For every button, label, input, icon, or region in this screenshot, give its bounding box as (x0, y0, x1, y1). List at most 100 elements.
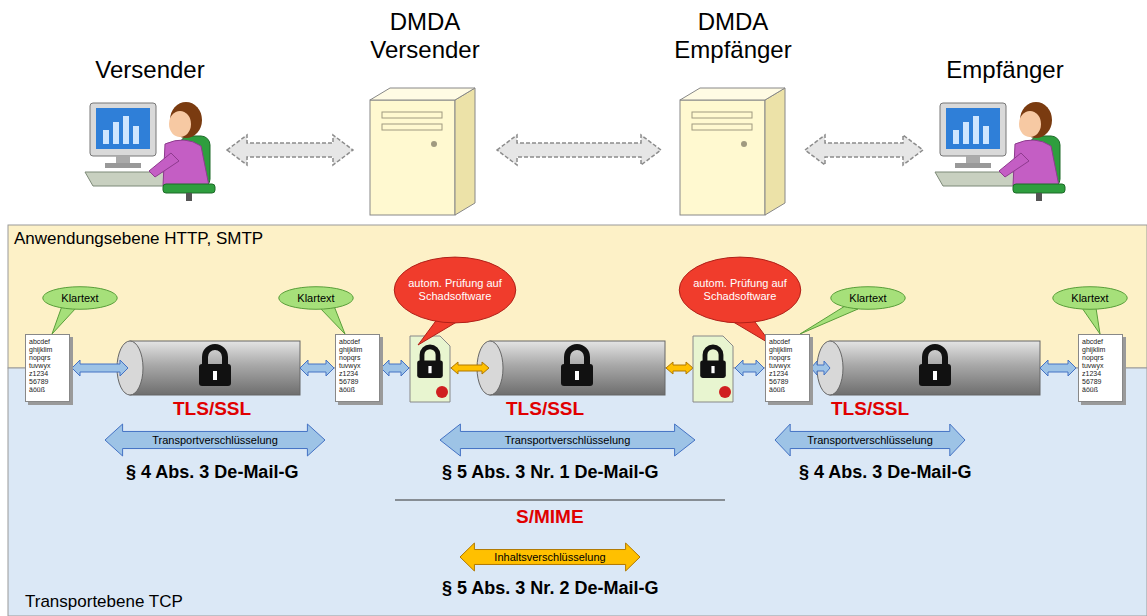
node-text: Anwendungsebene HTTP, SMTP (14, 229, 263, 249)
node-text: abcdef ghijklim nopqrs tuvwyx z1234 5678… (29, 338, 63, 394)
separator-line (395, 500, 725, 501)
drawing-part (199, 347, 231, 386)
actor-node: DMDA Empfänger (663, 8, 803, 218)
drawing-part (417, 347, 443, 378)
bubble-outline (831, 287, 905, 310)
drawing-part (410, 336, 450, 402)
law-reference: § 4 Abs. 3 De-Mail-G (799, 462, 971, 483)
drawing-part (666, 362, 693, 374)
connection-arrow (805, 135, 923, 165)
bubble-outline (1053, 287, 1127, 310)
bubble-tail (52, 306, 1100, 334)
node-text: DMDA Versender (355, 8, 495, 64)
plaintext-document: abcdef ghijklim nopqrs tuvwyx z1234 5678… (765, 334, 810, 402)
drawing-part (811, 361, 830, 375)
drawing-part (735, 360, 764, 376)
connection-arrow (497, 135, 661, 165)
receiver-person-icon (935, 102, 1065, 201)
drawing-part (935, 102, 1065, 201)
drawing-part (85, 102, 215, 201)
smime-flow-arrow (451, 362, 693, 374)
law-reference: § 5 Abs. 3 Nr. 1 De-Mail-G (442, 462, 658, 483)
node-text: Inhaltsverschlüsselung (494, 551, 605, 563)
drawing-part (490, 341, 665, 395)
node-text: Versender (75, 56, 225, 84)
encryption-arrow: Transportverschlüsselung (775, 424, 965, 456)
drawing-part (451, 362, 489, 374)
arrow-outline (460, 543, 640, 571)
node-text: autom. Prüfung auf Schadsoftware (407, 277, 503, 303)
plaintext-document: abcdef ghijklim nopqrs tuvwyx z1234 5678… (25, 334, 70, 402)
drawing-part (370, 88, 475, 215)
tls-tube (477, 341, 665, 395)
flow-arrow (72, 360, 1076, 376)
actor-node: DMDA Versender (355, 8, 495, 218)
sender-server-icon (370, 88, 475, 215)
protocol-label: TLS/SSL (173, 398, 251, 420)
node-text: autom. Prüfung auf Schadsoftware (692, 277, 788, 303)
actor-node: Versender (75, 56, 225, 206)
speech-bubble: Klartext (278, 286, 354, 310)
transport-band (8, 368, 1147, 616)
drawing-part (561, 347, 593, 386)
encryption-arrow: Inhaltsverschlüsselung (460, 543, 640, 571)
layer-band: Anwendungsebene HTTP, SMTP Klartext Klarte… (8, 225, 1147, 368)
node-text: Klartext (849, 292, 886, 304)
speech-bubble: Klartext (42, 286, 118, 310)
node-text: abcdef ghijklim nopqrs tuvwyx z1234 5678… (1082, 338, 1116, 394)
plaintext-document: abcdef ghijklim nopqrs tuvwyx z1234 5678… (335, 334, 380, 402)
actor-node: Empfänger (925, 56, 1085, 206)
node-text: Transportverschlüsselung (807, 434, 933, 446)
node-text: Transportebene TCP (25, 592, 183, 612)
bubble-outline (279, 287, 353, 310)
drawing-part (300, 360, 334, 376)
node-text: Empfänger (925, 56, 1085, 84)
drawing-part (381, 360, 409, 376)
encryption-arrow: Transportverschlüsselung (440, 424, 695, 456)
node-text: Klartext (61, 292, 98, 304)
drawing-part (72, 360, 128, 376)
drawing-part (700, 347, 726, 378)
node-text: abcdef ghijklim nopqrs tuvwyx z1234 5678… (769, 338, 803, 394)
connection-arrow (227, 135, 353, 165)
drawing-part (320, 306, 345, 334)
bubble-outline (394, 257, 516, 323)
drawing-part (693, 336, 733, 402)
drawing-part (1040, 360, 1076, 376)
warning-bubble: autom. Prüfung auf Schadsoftware (393, 255, 517, 325)
drawing-part (680, 88, 785, 215)
arrow-outline (105, 424, 325, 456)
speech-bubble: Klartext (830, 286, 906, 310)
tls-tube (817, 341, 1040, 395)
drawing-part (130, 341, 300, 395)
node-text: Klartext (1071, 292, 1108, 304)
node-text: Transportverschlüsselung (152, 434, 278, 446)
arrow-outline (775, 424, 965, 456)
sender-person-icon (85, 102, 215, 201)
law-reference: § 5 Abs. 3 Nr. 2 De-Mail-G (442, 578, 658, 599)
drawing-part (52, 306, 76, 334)
drawing-part (830, 341, 1040, 395)
drawing-part (719, 386, 731, 398)
drawing-part (800, 306, 858, 334)
encrypted-message (693, 336, 733, 402)
bubble-outline (679, 257, 801, 323)
tls-tube (117, 341, 300, 395)
node-text: DMDA Empfänger (663, 8, 803, 64)
law-reference: § 4 Abs. 3 De-Mail-G (126, 462, 298, 483)
protocol-label: S/MIME (516, 506, 584, 528)
node-text: abcdef ghijklim nopqrs tuvwyx z1234 5678… (339, 338, 373, 394)
drawing-part (436, 386, 448, 398)
drawing-part (919, 347, 951, 386)
drawing-part (1082, 308, 1100, 334)
bubble-outline (43, 287, 117, 310)
speech-bubble: Klartext (1052, 286, 1128, 310)
encryption-arrow: Transportverschlüsselung (105, 424, 325, 456)
warning-bubble: autom. Prüfung auf Schadsoftware (678, 255, 802, 325)
receiver-server-icon (680, 88, 785, 215)
protocol-label: TLS/SSL (831, 398, 909, 420)
arrow-outline (440, 424, 695, 456)
plaintext-document: abcdef ghijklim nopqrs tuvwyx z1234 5678… (1078, 334, 1123, 402)
protocol-label: TLS/SSL (506, 398, 584, 420)
